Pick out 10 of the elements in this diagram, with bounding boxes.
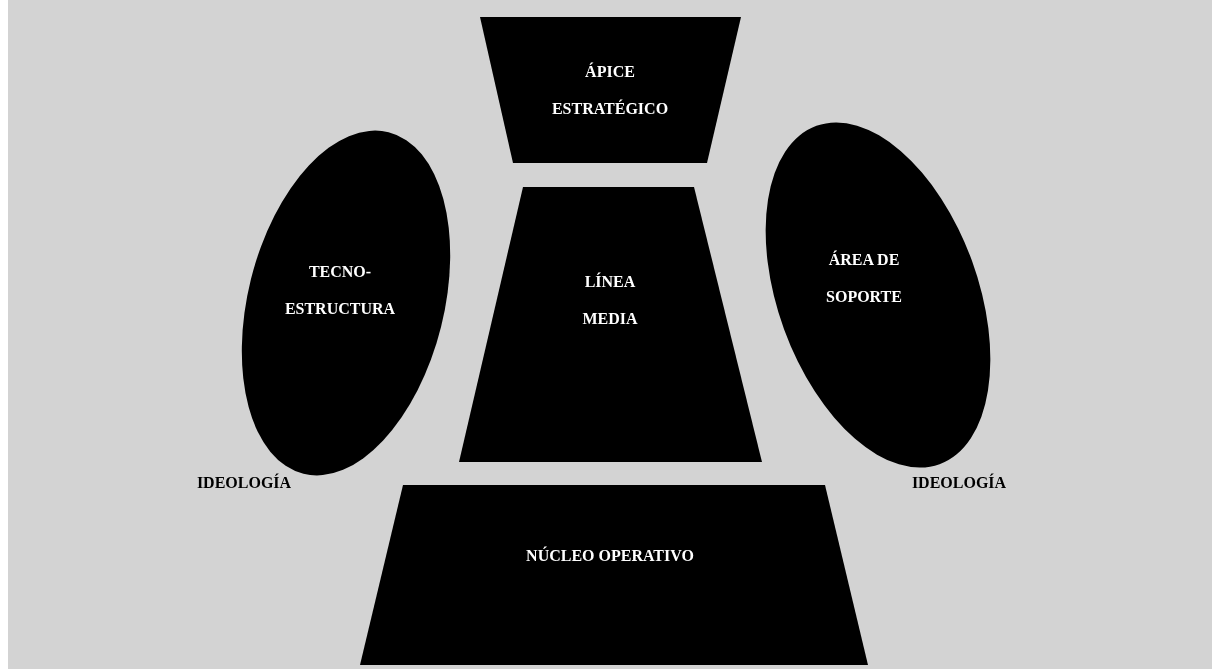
node-label: TECNO- ESTRUCTURA [283,262,397,319]
trapezoid-box [459,187,762,462]
node-label: ÁREA DE SOPORTE [825,249,903,307]
side-label: IDEOLOGÍA [196,474,292,492]
node-label: ÁPICE ESTRATÉGICO [550,61,670,119]
node-label: NÚCLEO OPERATIVO [525,545,695,566]
side-label: IDEOLOGÍA [911,474,1007,492]
trapezoid-box [360,485,868,665]
trapezoid-box [480,17,741,163]
node-label: LÍNEA MEDIA [581,271,639,329]
